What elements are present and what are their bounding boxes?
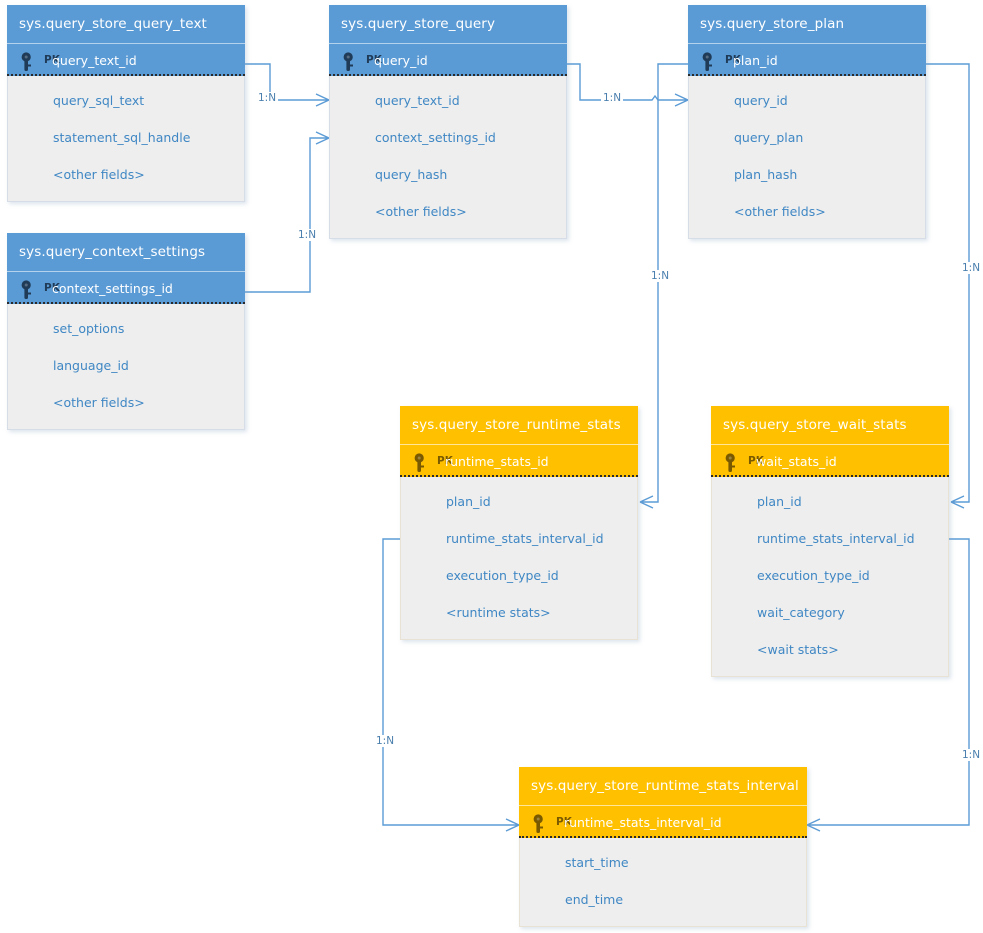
pk-badge: PK <box>556 816 572 828</box>
cardinality-label: 1:N <box>374 735 397 747</box>
entity-field[interactable]: <other fields> <box>53 395 145 410</box>
primary-key-field-name: runtime_stats_id <box>445 454 549 469</box>
key-icon <box>343 51 357 71</box>
entity-field[interactable]: <other fields> <box>375 204 467 219</box>
primary-key-field-name: plan_id <box>733 53 778 68</box>
pk-badge: PK <box>44 282 60 294</box>
primary-key-field-name: context_settings_id <box>52 281 173 296</box>
entity-field[interactable]: execution_type_id <box>757 568 870 583</box>
entity-field[interactable]: query_hash <box>375 167 448 182</box>
entity-table-title: sys.query_store_wait_stats <box>711 406 949 444</box>
entity-table-fields: plan_id runtime_stats_interval_id executio… <box>400 477 638 640</box>
cardinality-label: 1:N <box>649 270 672 282</box>
key-icon <box>414 452 428 472</box>
pk-badge: PK <box>366 54 382 66</box>
entity-field[interactable]: context_settings_id <box>375 130 496 145</box>
entity-table-title: sys.query_context_settings <box>7 233 245 271</box>
entity-field[interactable]: set_options <box>53 321 125 336</box>
key-icon <box>725 452 739 472</box>
entity-table-title: sys.query_store_plan <box>688 5 926 43</box>
key-icon <box>21 51 35 71</box>
key-icon <box>21 279 35 299</box>
primary-key-field-name: runtime_stats_interval_id <box>564 815 722 830</box>
entity-table-fields: set_options language_id <other fields> <box>7 304 245 430</box>
entity-table-title: sys.query_store_runtime_stats <box>400 406 638 444</box>
cardinality-label: 1:N <box>256 92 279 104</box>
primary-key-field-name: query_text_id <box>52 53 137 68</box>
entity-field[interactable]: <wait stats> <box>757 642 839 657</box>
entity-table-title: sys.query_store_query_text <box>7 5 245 43</box>
entity-field[interactable]: <other fields> <box>734 204 826 219</box>
entity-field[interactable]: end_time <box>565 892 624 907</box>
entity-field[interactable]: query_text_id <box>375 93 460 108</box>
entity-table-fields: plan_id runtime_stats_interval_id executio… <box>711 477 949 677</box>
entity-field[interactable]: query_plan <box>734 130 804 145</box>
cardinality-label: 1:N <box>960 749 983 761</box>
entity-table-fields: start_time end_time <box>519 838 807 927</box>
key-icon <box>533 813 547 833</box>
cardinality-label: 1:N <box>960 262 983 274</box>
entity-table-fields: query_id query_plan plan_hash <other fields… <box>688 76 926 239</box>
primary-key-field-name: query_id <box>374 53 428 68</box>
entity-table-title: sys.query_store_query <box>329 5 567 43</box>
connector-context-query <box>245 131 330 293</box>
pk-badge: PK <box>748 455 764 467</box>
pk-badge: PK <box>725 54 741 66</box>
entity-field[interactable]: plan_hash <box>734 167 798 182</box>
entity-field[interactable]: plan_id <box>446 494 491 509</box>
entity-table-title: sys.query_store_runtime_stats_interval <box>519 767 807 805</box>
cardinality-label: 1:N <box>601 92 624 104</box>
entity-table-fields: query_sql_text statement_sql_handle <other… <box>7 76 245 202</box>
pk-badge: PK <box>437 455 453 467</box>
entity-field[interactable]: execution_type_id <box>446 568 559 583</box>
entity-field[interactable]: plan_id <box>757 494 802 509</box>
entity-field[interactable]: wait_category <box>757 605 845 620</box>
connector-plan-runtime <box>639 63 688 509</box>
entity-field[interactable]: runtime_stats_interval_id <box>757 531 915 546</box>
entity-field[interactable]: <runtime stats> <box>446 605 551 620</box>
pk-badge: PK <box>44 54 60 66</box>
entity-field[interactable]: start_time <box>565 855 629 870</box>
entity-table-fields: query_text_id context_settings_id query_ha… <box>329 76 567 239</box>
key-icon <box>702 51 716 71</box>
cardinality-label: 1:N <box>296 229 319 241</box>
entity-field[interactable]: <other fields> <box>53 167 145 182</box>
entity-field[interactable]: statement_sql_handle <box>53 130 191 145</box>
entity-field[interactable]: language_id <box>53 358 129 373</box>
primary-key-field-name: wait_stats_id <box>756 454 837 469</box>
entity-field[interactable]: runtime_stats_interval_id <box>446 531 604 546</box>
entity-field[interactable]: query_id <box>734 93 788 108</box>
entity-field[interactable]: query_sql_text <box>53 93 145 108</box>
connector-query-plan <box>567 63 689 107</box>
